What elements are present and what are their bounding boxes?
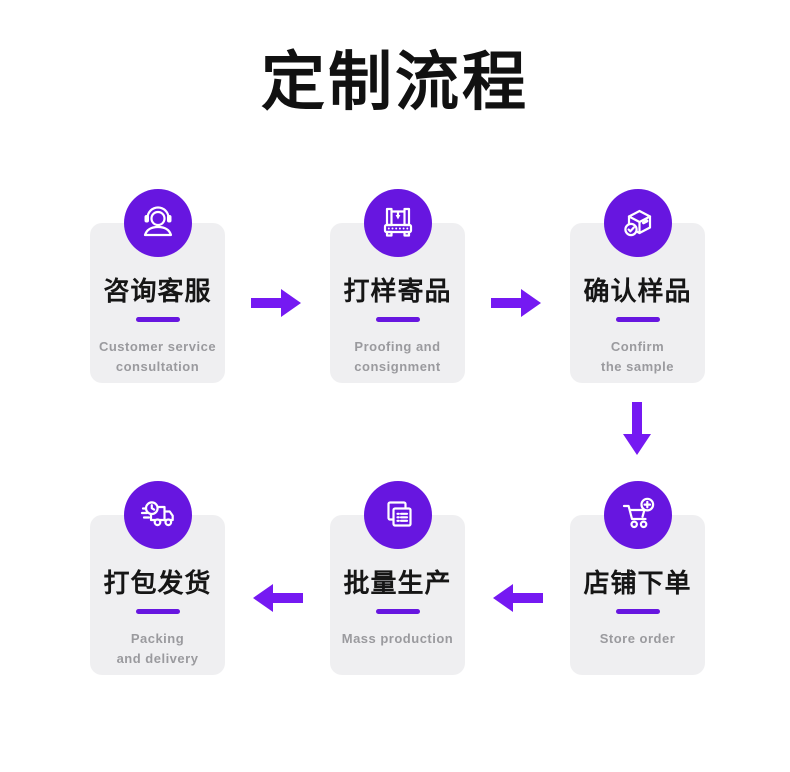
step-title: 打包发货 — [103, 568, 212, 598]
step-card-packing-delivery: 打包发货 Packing and delivery — [90, 481, 225, 675]
step-title: 批量生产 — [343, 568, 452, 598]
documents-icon — [363, 481, 432, 549]
step-subtitle: Proofing and consignment — [354, 339, 441, 375]
step-title: 打样寄品 — [343, 276, 452, 306]
page-title: 定制流程 — [261, 46, 529, 118]
divider — [615, 609, 660, 614]
arrow-left-icon — [253, 584, 303, 612]
step-card-store-order: 店铺下单 Store order — [570, 481, 705, 675]
cart-plus-icon — [603, 481, 672, 549]
divider — [135, 609, 180, 614]
divider — [615, 317, 660, 322]
delivery-truck-icon — [123, 481, 192, 549]
step-subtitle: Confirm the sample — [601, 339, 674, 375]
divider — [375, 609, 420, 614]
step-card-mass-production: 批量生产 Mass production — [330, 481, 465, 675]
box-check-icon — [603, 189, 672, 257]
arrow-right-icon — [251, 289, 301, 317]
headset-agent-icon — [123, 189, 192, 257]
step-subtitle: Mass production — [341, 631, 454, 646]
proofing-machine-icon — [363, 189, 432, 257]
arrow-down-icon — [623, 402, 651, 455]
step-card-confirm-sample: 确认样品 Confirm the sample — [570, 189, 705, 383]
step-card-proofing: 打样寄品 Proofing and consignment — [330, 189, 465, 383]
arrow-left-icon — [493, 584, 543, 612]
step-subtitle: Packing and delivery — [116, 631, 199, 667]
step-subtitle: Customer service consultation — [98, 339, 217, 375]
divider — [375, 317, 420, 322]
step-title: 店铺下单 — [583, 568, 692, 598]
step-title: 确认样品 — [583, 276, 692, 306]
step-subtitle: Store order — [599, 631, 676, 646]
divider — [135, 317, 180, 322]
step-title: 咨询客服 — [103, 276, 212, 306]
arrow-right-icon — [491, 289, 541, 317]
step-card-consult: 咨询客服 Customer service consultation — [90, 189, 225, 383]
